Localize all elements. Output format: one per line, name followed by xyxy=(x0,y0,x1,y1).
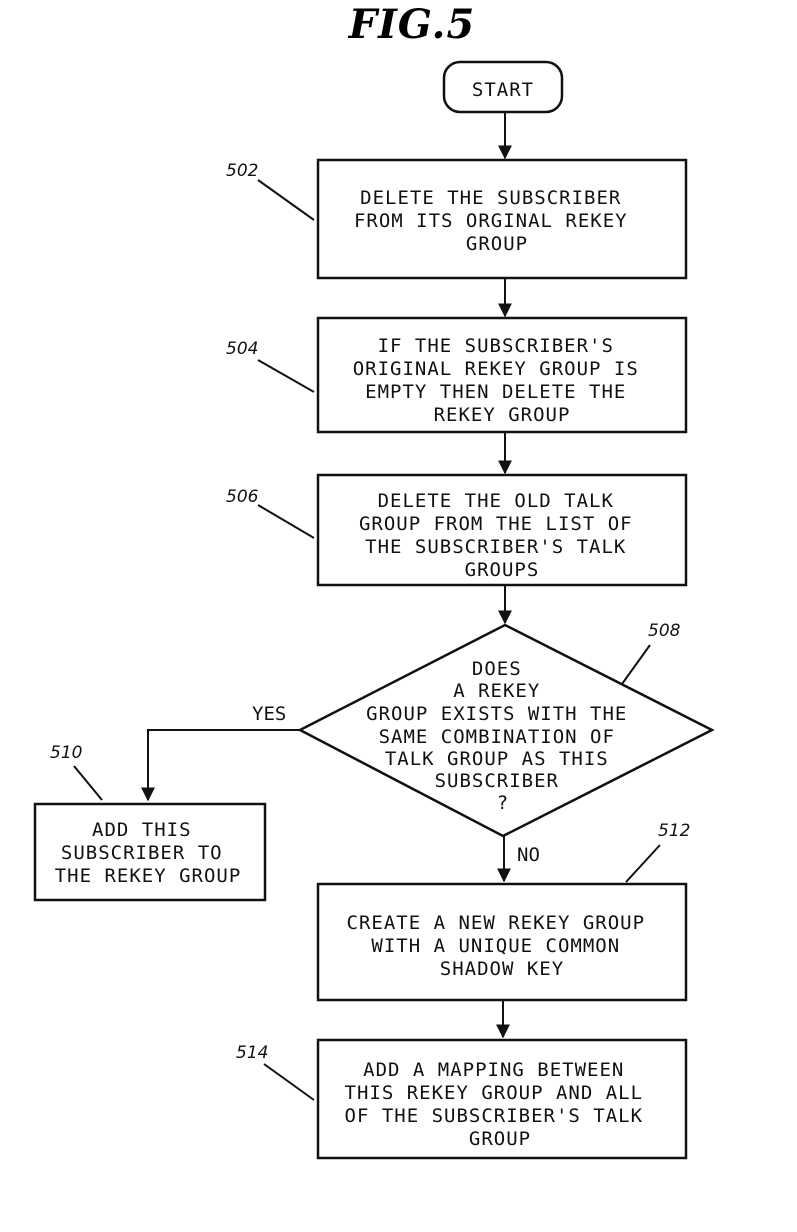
yes-label: YES xyxy=(252,703,286,725)
leader-506 xyxy=(257,504,315,539)
step-504-box xyxy=(316,316,688,434)
leader-508 xyxy=(621,644,651,685)
leader-510 xyxy=(73,765,103,801)
ref-508: 508 xyxy=(648,621,681,641)
decision-508-diamond xyxy=(297,623,715,838)
step-504-text: IF THE SUBSCRIBER'S ORIGINAL REKEY GROUP… xyxy=(353,335,652,426)
step-512-box xyxy=(316,882,688,1002)
ref-502: 502 xyxy=(226,161,258,181)
decision-508-text: DOES A REKEY GROUP EXISTS WITH THE SAME … xyxy=(366,658,640,814)
step-506-text: DELETE THE OLD TALK GROUP FROM THE LIST … xyxy=(359,490,645,581)
no-label: NO xyxy=(517,844,540,866)
leader-504 xyxy=(257,359,315,393)
ref-510: 510 xyxy=(50,743,82,763)
arrow-508-yes-to-510 xyxy=(141,729,300,802)
step-514-text: ADD A MAPPING BETWEEN THIS REKEY GROUP A… xyxy=(345,1059,656,1150)
step-510-text: ADD THIS SUBSCRIBER TO THE REKEY GROUP xyxy=(55,819,242,887)
ref-514: 514 xyxy=(236,1043,268,1063)
step-502-text: DELETE THE SUBSCRIBER FROM ITS ORGINAL R… xyxy=(354,187,640,255)
ref-504: 504 xyxy=(226,339,258,359)
step-510-box xyxy=(33,802,267,902)
step-502-box xyxy=(316,158,688,280)
step-514-box xyxy=(316,1038,688,1160)
leader-512 xyxy=(625,844,661,883)
step-506-box xyxy=(316,473,688,587)
figure-title: FIG.5 xyxy=(348,1,476,48)
ref-512: 512 xyxy=(658,821,690,841)
start-terminal xyxy=(442,60,564,114)
ref-506: 506 xyxy=(226,487,259,507)
step-512-text: CREATE A NEW REKEY GROUP WITH A UNIQUE C… xyxy=(347,912,658,980)
leader-514 xyxy=(263,1063,315,1101)
start-label: START xyxy=(472,79,534,101)
leader-502 xyxy=(257,179,315,221)
